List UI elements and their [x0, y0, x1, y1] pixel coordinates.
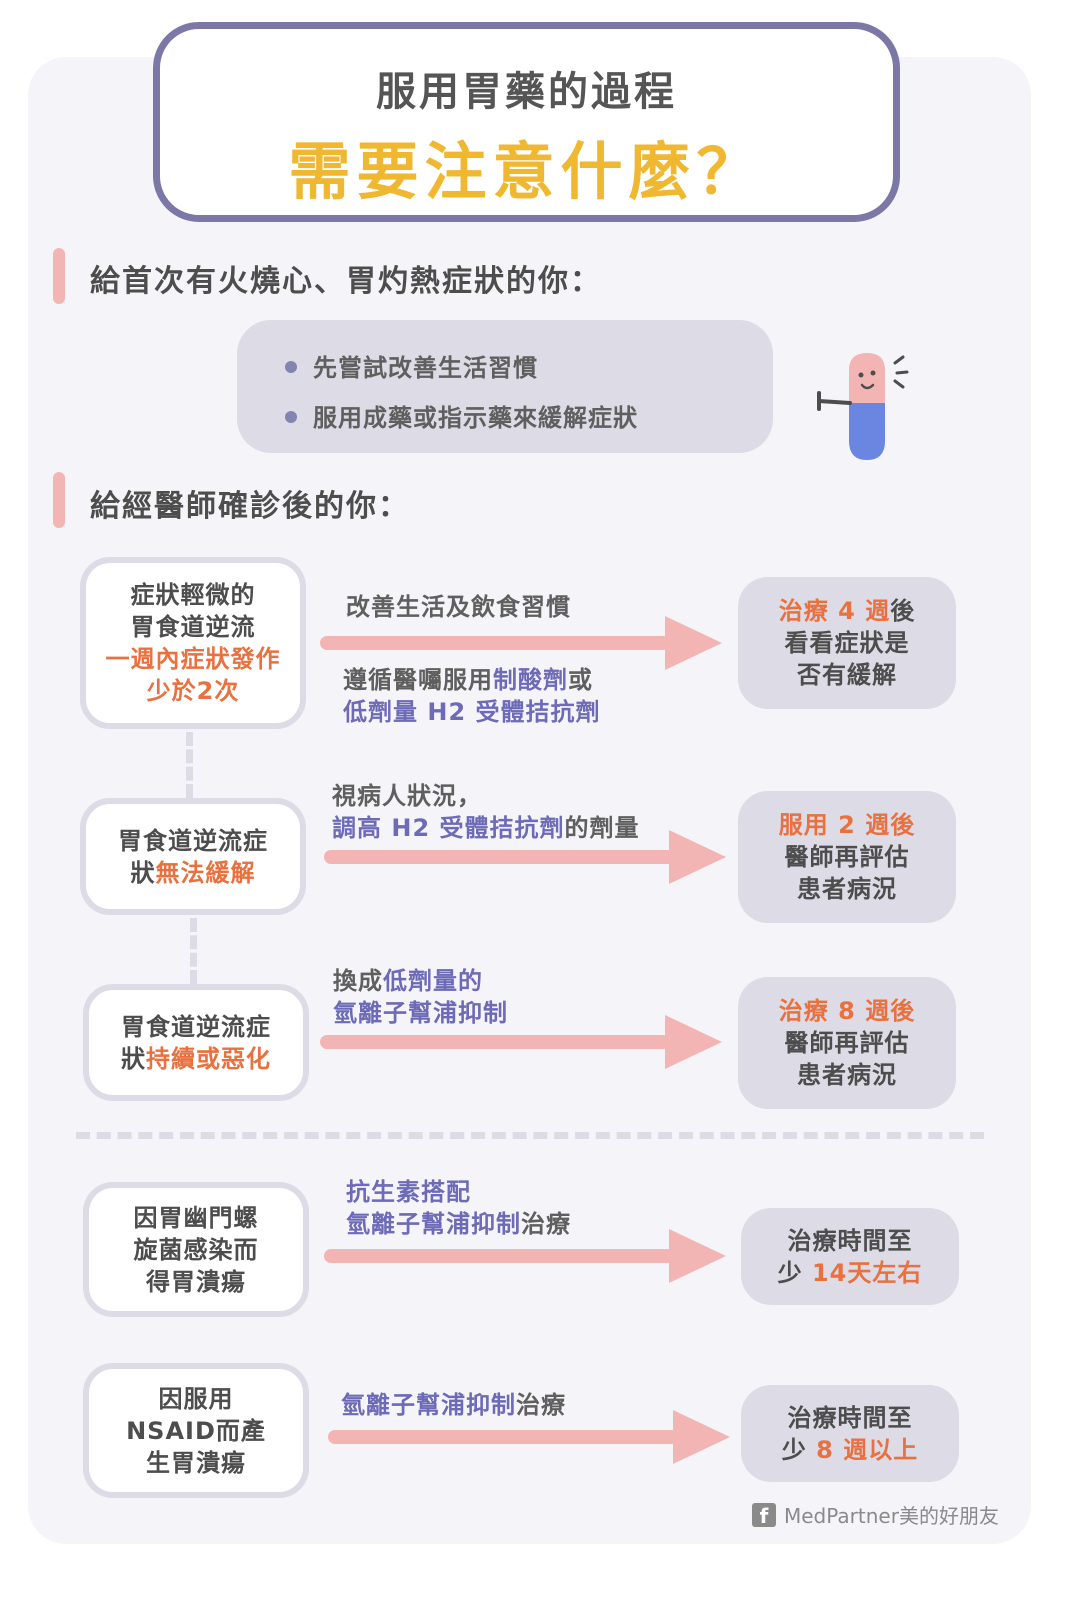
- section2-heading: 給經醫師確診後的你：: [90, 489, 410, 524]
- arrow-icon: [324, 1229, 726, 1283]
- title-line2: 需要注意什麼？: [288, 135, 765, 208]
- annotation-ppi-low-dose: 換成低劑量的 氫離子幫浦抑制: [333, 967, 508, 1027]
- condition-box-h-pylori: 因胃幽門螺 旋菌感染而 得胃潰瘍: [83, 1182, 309, 1317]
- condition-box-worsening: 胃食道逆流症 狀持續或惡化: [83, 984, 309, 1101]
- arrow-icon: [324, 830, 726, 884]
- bullet-icon: [285, 411, 297, 423]
- title-box: 服用胃藥的過程 需要注意什麼？: [153, 22, 900, 222]
- annotation-increase-dose: 視病人狀況， 調高 H2 受體拮抗劑的劑量: [332, 782, 640, 842]
- condition-box-nsaid: 因服用 NSAID而產 生胃潰瘍: [83, 1363, 309, 1498]
- connector-dash: [190, 918, 204, 984]
- section1-marker: [53, 248, 65, 304]
- result-box-8-weeks-plus: 治療時間至 少 8 週以上: [741, 1385, 959, 1482]
- arrow-icon: [320, 616, 722, 670]
- result-box-14-days: 治療時間至 少 14天左右: [741, 1208, 959, 1305]
- annotation-antibiotics: 抗生素搭配 氫離子幫浦抑制治療: [346, 1178, 571, 1238]
- section1-heading: 給首次有火燒心、胃灼熱症狀的你：: [90, 264, 602, 299]
- title-line1: 服用胃藥的過程: [376, 69, 677, 115]
- bullet-icon: [285, 361, 297, 373]
- connector-dash: [186, 732, 200, 798]
- pill-mascot-icon: [817, 353, 909, 460]
- annotation-ppi-treatment: 氫離子幫浦抑制治療: [341, 1391, 566, 1419]
- condition-box-mild-gerd: 症狀輕微的 胃食道逆流 一週內症狀發作 少於2次: [80, 557, 306, 729]
- tip-item: 服用成藥或指示藥來緩解症狀: [285, 398, 638, 433]
- section2-marker: [53, 472, 65, 528]
- annotation-lifestyle: 改善生活及飲食習慣: [346, 593, 571, 621]
- arrow-icon: [328, 1410, 730, 1464]
- condition-box-not-relieved: 胃食道逆流症 狀無法緩解: [80, 798, 306, 915]
- annotation-antacid: 遵循醫囑服用制酸劑或 低劑量 H2 受體拮抗劑: [343, 666, 601, 726]
- result-box-2-weeks: 服用 2 週後 醫師再評估 患者病況: [738, 791, 956, 923]
- brand-name: MedPartner美的好朋友: [784, 1504, 999, 1528]
- result-box-8-weeks: 治療 8 週後 醫師再評估 患者病況: [738, 977, 956, 1109]
- arrow-icon: [320, 1015, 722, 1069]
- tips-box: 先嘗試改善生活習慣 服用成藥或指示藥來緩解症狀: [237, 320, 773, 453]
- facebook-icon: f: [752, 1502, 776, 1528]
- section-divider: [76, 1132, 984, 1139]
- footer-brand: f MedPartner美的好朋友: [752, 1500, 999, 1529]
- tip-item: 先嘗試改善生活習慣: [285, 348, 538, 383]
- result-box-4-weeks: 治療 4 週後 看看症狀是 否有緩解: [738, 577, 956, 709]
